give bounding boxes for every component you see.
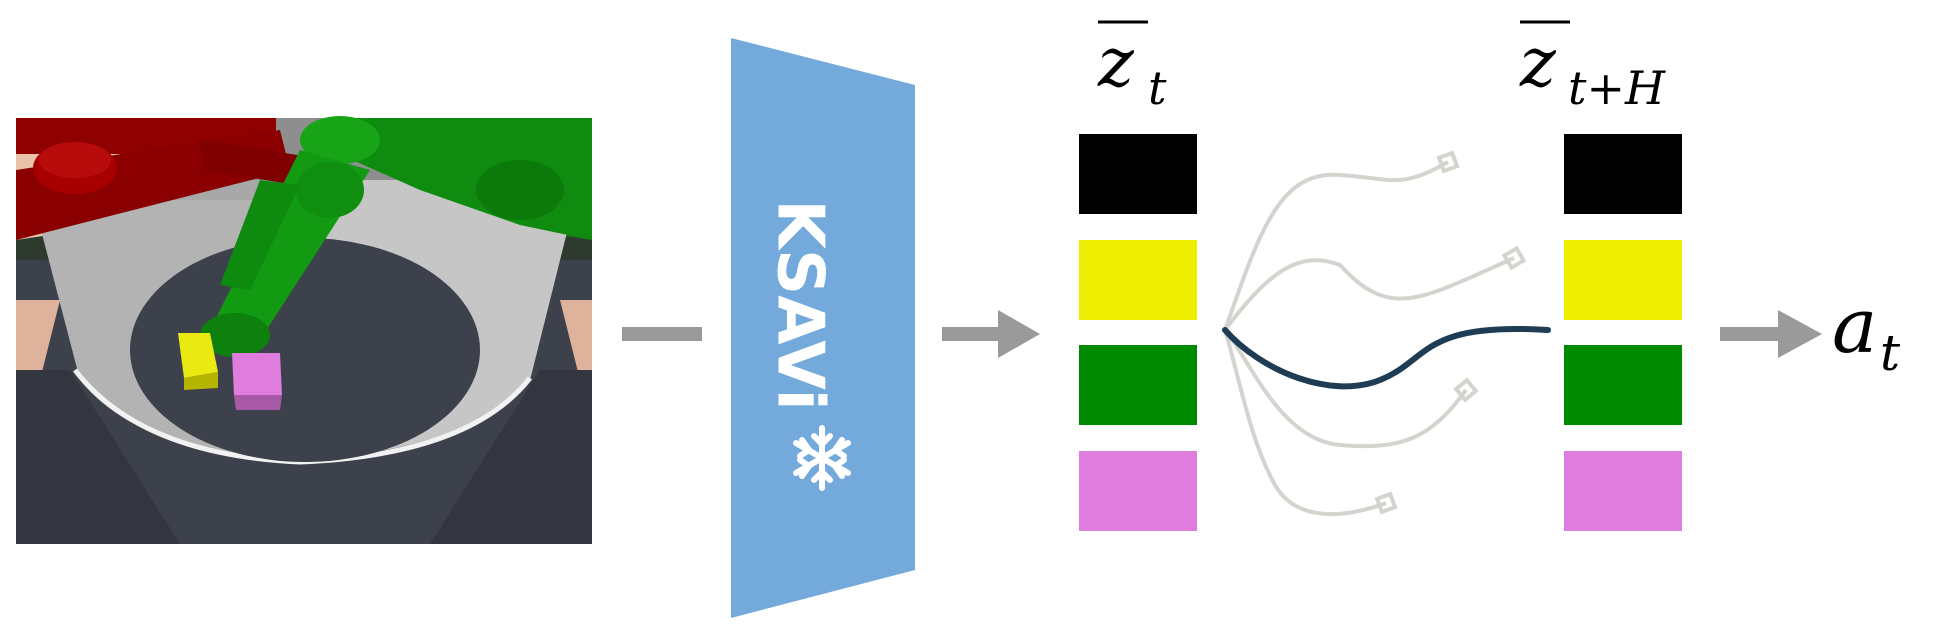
current-slot-4 <box>1079 451 1197 531</box>
current-slot-1 <box>1079 134 1197 214</box>
yellow-cube <box>178 333 218 390</box>
encoder-label: KSAVi <box>762 199 836 410</box>
action-symbol: a <box>1832 281 1877 370</box>
red-robot-arm <box>16 118 330 240</box>
snowflake-icon <box>793 425 851 491</box>
green-robot-arm <box>200 116 592 357</box>
candidate-endpoint-3 <box>1453 377 1479 403</box>
candidate-trajectory-3 <box>1223 328 1468 449</box>
goal-slot-3 <box>1564 345 1682 425</box>
action-label: a t <box>1832 281 1901 382</box>
input-arrow <box>622 327 702 341</box>
candidate-endpoint-4 <box>1374 491 1398 515</box>
goal-state-subscript: t+H <box>1568 61 1666 115</box>
candidate-trajectory-2 <box>1223 256 1515 332</box>
selected-trajectory <box>1222 325 1551 390</box>
current-slot-stack <box>1079 134 1197 531</box>
goal-slot-1 <box>1564 134 1682 214</box>
candidate-endpoint-2 <box>1501 245 1527 271</box>
candidate-trajectories <box>1223 150 1527 517</box>
action-subscript: t <box>1880 324 1901 382</box>
current-slot-2 <box>1079 240 1197 320</box>
goal-slot-2 <box>1564 240 1682 320</box>
goal-slot-stack <box>1564 134 1682 531</box>
scene-image <box>16 116 592 544</box>
pink-cube <box>232 353 282 410</box>
candidate-endpoint-1 <box>1436 150 1460 174</box>
current-state-subscript: t <box>1148 61 1167 115</box>
encoder-output-arrow <box>942 310 1040 358</box>
current-slot-3 <box>1079 345 1197 425</box>
goal-slot-4 <box>1564 451 1682 531</box>
encoder-trapezoid <box>731 38 915 618</box>
action-arrow <box>1720 310 1822 358</box>
current-state-label: z t <box>1097 20 1167 115</box>
candidate-trajectory-4 <box>1223 329 1387 517</box>
encoder-block: KSAVi <box>731 38 915 618</box>
goal-state-label: z t+H <box>1519 20 1666 115</box>
goal-state-symbol: z <box>1519 24 1557 103</box>
candidate-trajectory-1 <box>1223 160 1450 331</box>
current-state-symbol: z <box>1097 24 1135 103</box>
